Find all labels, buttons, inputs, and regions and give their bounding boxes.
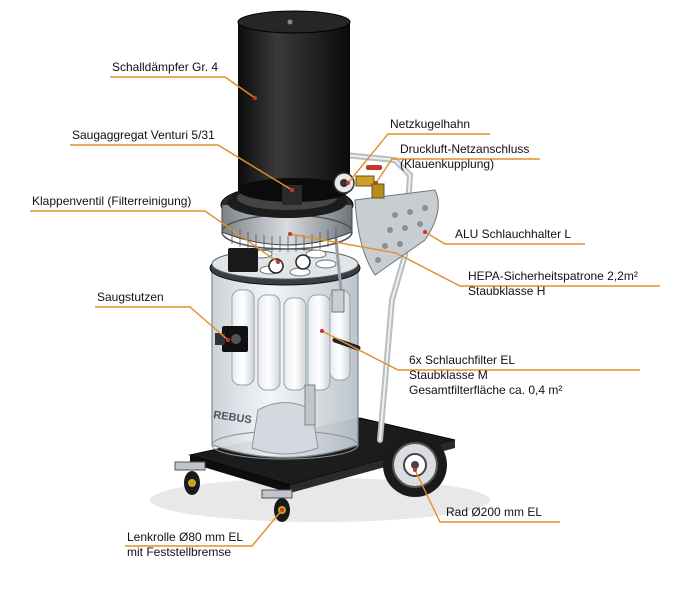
leader-lines bbox=[30, 76, 660, 547]
label-line: HEPA-Sicherheitspatrone 2,2m² bbox=[468, 269, 638, 283]
silencer-cylinder bbox=[237, 10, 351, 202]
label-klappenventil: Klappenventil (Filterreinigung) bbox=[32, 194, 191, 209]
suction-inlet bbox=[215, 326, 248, 352]
label-saugaggregat: Saugaggregat Venturi 5/31 bbox=[72, 128, 215, 143]
label-line: Klappenventil (Filterreinigung) bbox=[32, 194, 192, 208]
hose-filters bbox=[231, 289, 351, 391]
label-netzkugelhahn: Netzkugelhahn bbox=[390, 117, 470, 132]
label-line: ALU Schlauchhalter L bbox=[455, 227, 572, 241]
label-alu-schlauchhalter: ALU Schlauchhalter L bbox=[455, 227, 571, 242]
hepa-band bbox=[231, 228, 337, 252]
label-line: mit Feststellbremse bbox=[127, 545, 232, 559]
label-line: (Klauenkupplung) bbox=[400, 157, 495, 171]
brand-mark: REBUS bbox=[213, 409, 253, 426]
label-schlauchfilter: 6x Schlauchfilter EL Staubklasse M Gesam… bbox=[409, 353, 562, 398]
label-line: Staubklasse M bbox=[409, 368, 488, 382]
inner-funnel bbox=[251, 402, 319, 455]
big-wheel bbox=[383, 433, 447, 497]
castor-left bbox=[174, 461, 206, 495]
label-line: Saugstutzen bbox=[97, 290, 164, 304]
label-rad: Rad Ø200 mm EL bbox=[446, 505, 542, 520]
base-plate-edge bbox=[190, 455, 290, 493]
label-line: Rad Ø200 mm EL bbox=[446, 505, 543, 519]
label-lenkrolle: Lenkrolle Ø80 mm EL mit Feststellbremse bbox=[127, 530, 243, 560]
label-line: Lenkrolle Ø80 mm EL bbox=[127, 530, 244, 544]
label-druckluft: Druckluft-Netzanschluss (Klauenkupplung) bbox=[400, 142, 529, 172]
venturi-unit bbox=[282, 185, 302, 205]
label-line: 6x Schlauchfilter EL bbox=[409, 353, 516, 367]
label-line: Netzkugelhahn bbox=[390, 117, 471, 131]
label-line: Staubklasse H bbox=[468, 284, 546, 298]
label-line: Saugaggregat Venturi 5/31 bbox=[72, 128, 215, 142]
ball-valve bbox=[333, 165, 385, 199]
label-schalldaempfer: Schalldämpfer Gr. 4 bbox=[112, 60, 218, 75]
label-hepa: HEPA-Sicherheitspatrone 2,2m² Staubklass… bbox=[468, 269, 638, 299]
alu-hose-holder bbox=[354, 189, 439, 276]
label-line: Druckluft-Netzanschluss bbox=[400, 142, 530, 156]
label-saugstutzen: Saugstutzen bbox=[97, 290, 164, 305]
label-line: Gesamtfilterfläche ca. 0,4 m² bbox=[409, 383, 563, 397]
label-line: Schalldämpfer Gr. 4 bbox=[112, 60, 219, 74]
leader-dots bbox=[226, 96, 427, 512]
